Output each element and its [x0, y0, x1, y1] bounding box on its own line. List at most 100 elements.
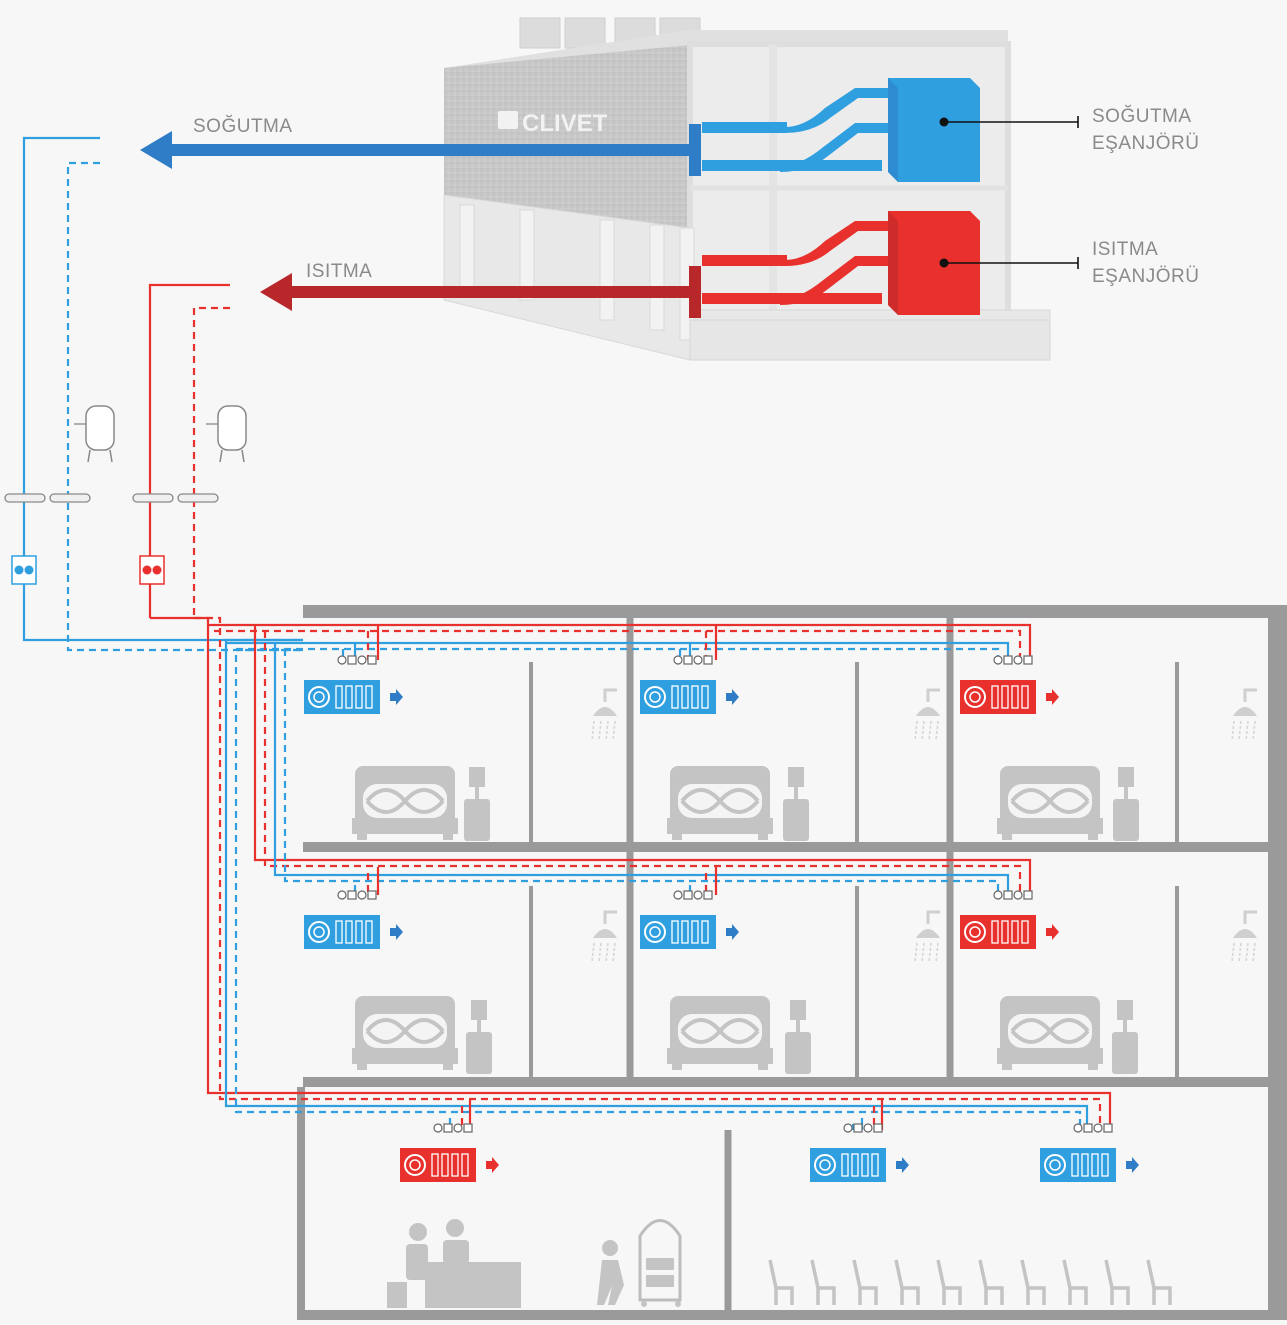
- airflow-arrow-icon: [486, 1157, 499, 1173]
- valve-icon: [338, 891, 376, 899]
- airflow-arrow-icon: [1046, 689, 1059, 705]
- exchanger-pipe: [702, 122, 787, 133]
- exchanger-box: [888, 78, 980, 182]
- exchanger-box-side: [888, 211, 898, 315]
- unit-leg: [460, 205, 474, 290]
- fan-coil-room-1a: [304, 680, 403, 714]
- floor-slab: [303, 842, 1287, 852]
- valve-icon: [1074, 1124, 1112, 1132]
- floor-slab: [303, 1077, 1287, 1087]
- lamp-icon: [464, 767, 490, 841]
- chair-icon: [770, 1260, 792, 1305]
- lamp-icon: [1112, 1000, 1138, 1074]
- wall: [529, 886, 533, 1077]
- bed-icon: [997, 766, 1103, 840]
- bed-icon: [352, 766, 458, 840]
- left-wall: [297, 1087, 305, 1320]
- wall: [855, 886, 859, 1077]
- fan-coil-room-2b: [640, 915, 739, 949]
- valve-icon: [434, 1124, 472, 1132]
- heating-exchanger-label-line1: ISITMA: [1092, 237, 1199, 264]
- chair-icon: [896, 1260, 918, 1305]
- airflow-arrow-icon: [1126, 1157, 1139, 1173]
- wall: [627, 618, 634, 1077]
- wall: [725, 1130, 732, 1310]
- separator-icon: [5, 494, 45, 502]
- bed-icon: [667, 766, 773, 840]
- separator-icon: [50, 494, 90, 502]
- pump-icon: [140, 556, 164, 584]
- expansion-tank-icon: [206, 406, 246, 462]
- chair-icon: [980, 1260, 1002, 1305]
- heating-exchanger-label-line2: EŞANJÖRÜ: [1092, 264, 1199, 291]
- airflow-arrow-icon: [896, 1157, 909, 1173]
- wall: [855, 662, 859, 842]
- wall: [529, 662, 533, 842]
- lamp-icon: [785, 1000, 811, 1074]
- pump-icon: [12, 556, 36, 584]
- building: [297, 605, 1287, 1320]
- fan-coil-hall-a: [810, 1148, 909, 1182]
- shower-icon: [915, 912, 940, 962]
- airflow-arrow-icon: [390, 689, 403, 705]
- valve-icon: [674, 656, 712, 664]
- fan-coil-hall-b: [1040, 1148, 1139, 1182]
- heating-exchanger-label: ISITMA EŞANJÖRÜ: [1092, 237, 1199, 290]
- cooling-exchanger-label-line1: SOĞUTMA: [1092, 104, 1199, 131]
- separator-icon: [133, 494, 173, 502]
- fan-icon: [520, 18, 560, 48]
- wall: [1175, 662, 1179, 842]
- wall: [1175, 886, 1179, 1077]
- cooling-label: SOĞUTMA: [193, 114, 293, 141]
- bed-icon: [997, 996, 1103, 1070]
- ground-slab: [303, 1310, 1287, 1320]
- valve-icon: [674, 891, 712, 899]
- clivet-logo: CLIVET: [522, 110, 608, 137]
- shower-icon: [592, 912, 617, 962]
- fan-coil-room-1b: [640, 680, 739, 714]
- airflow-arrow-icon: [726, 924, 739, 940]
- chair-icon: [1064, 1260, 1086, 1305]
- bed-icon: [667, 996, 773, 1070]
- chair-icon: [938, 1260, 960, 1305]
- chiller-unit: CLIVET: [444, 18, 1050, 360]
- cooling-exchanger-label: SOĞUTMA EŞANJÖRÜ: [1092, 104, 1199, 157]
- chair-icon: [1148, 1260, 1170, 1305]
- unit-base-rail: [690, 320, 1050, 360]
- roof-slab: [303, 605, 1287, 618]
- lamp-icon: [783, 767, 809, 841]
- unit-leg: [650, 225, 664, 330]
- fan-coil-room-2a: [304, 915, 403, 949]
- fan-coil-lobby: [400, 1148, 499, 1182]
- bed-icon: [352, 996, 458, 1070]
- valve-icon: [994, 656, 1032, 664]
- expansion-tank-icon: [74, 406, 114, 462]
- wall: [947, 618, 954, 1077]
- chair-icon: [1022, 1260, 1044, 1305]
- valve-icon: [338, 656, 376, 664]
- fan-icon: [565, 18, 605, 48]
- cooling-exchanger-label-line2: EŞANJÖRÜ: [1092, 131, 1199, 158]
- valve-icon: [994, 891, 1032, 899]
- airflow-arrow-icon: [390, 924, 403, 940]
- heating-label: ISITMA: [306, 259, 372, 286]
- fan-coil-room-2c: [960, 915, 1059, 949]
- reception-icon: [387, 1219, 521, 1308]
- airflow-arrow-icon: [1046, 924, 1059, 940]
- chair-icon: [1106, 1260, 1128, 1305]
- right-wall: [1268, 605, 1287, 1320]
- shower-icon: [915, 690, 940, 740]
- fan-coil-room-1c: [960, 680, 1059, 714]
- clivet-logo-icon: [498, 111, 518, 129]
- lamp-icon: [1113, 767, 1139, 841]
- shower-icon: [1232, 690, 1257, 740]
- chair-icon: [812, 1260, 834, 1305]
- chair-icon: [854, 1260, 876, 1305]
- exchanger-box-side: [888, 78, 898, 182]
- exchanger-pipe: [702, 255, 787, 266]
- shower-icon: [592, 690, 617, 740]
- unit-leg: [600, 220, 614, 320]
- separator-icon: [178, 494, 218, 502]
